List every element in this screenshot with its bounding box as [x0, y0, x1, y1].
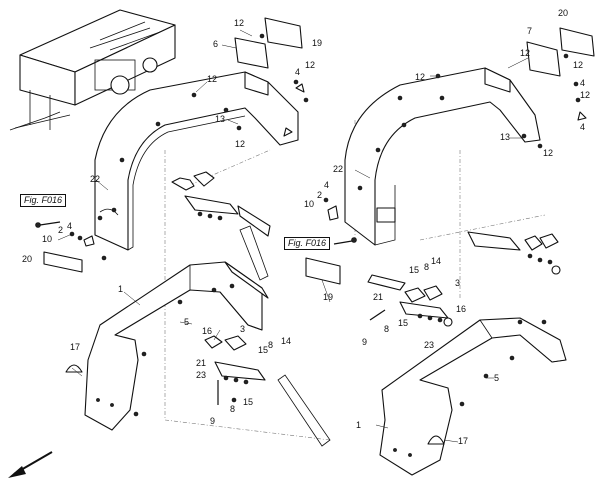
callout-16-left: 16 — [202, 326, 212, 336]
callout-10-left: 10 — [42, 234, 52, 244]
callout-23-left: 23 — [196, 370, 206, 380]
callout-15b-right: 15 — [398, 318, 408, 328]
callout-3-right: 3 — [455, 278, 460, 288]
left-lower-bracket — [204, 335, 331, 447]
machine-overview-icon — [9, 9, 176, 131]
callout-3-left: 3 — [240, 324, 245, 334]
arrow-direction-icon — [8, 451, 53, 478]
right-panel-20 — [559, 27, 595, 57]
callout-12-right-d: 12 — [580, 90, 590, 100]
callout-9-left: 9 — [210, 416, 215, 426]
callout-14-left: 14 — [281, 336, 291, 346]
callout-4c-right: 4 — [324, 180, 329, 190]
callout-17-left: 17 — [70, 342, 80, 352]
callout-20-left: 20 — [22, 254, 32, 264]
callout-1-right: 1 — [356, 420, 361, 430]
right-lower-fender — [379, 317, 567, 476]
callout-5-left: 5 — [184, 317, 189, 327]
right-upper-fender — [344, 67, 541, 246]
left-reflector — [65, 364, 83, 373]
callout-7-right: 7 — [527, 26, 532, 36]
callout-9-right: 9 — [362, 337, 367, 347]
callout-12-left-a: 12 — [234, 18, 244, 28]
callout-19-left: 19 — [312, 38, 322, 48]
left-upper-bracket — [171, 171, 271, 281]
callout-2-right: 2 — [317, 190, 322, 200]
callout-21-right: 21 — [373, 292, 383, 302]
callout-12-left-c: 12 — [305, 60, 315, 70]
left-lower-fender — [84, 261, 269, 431]
callout-2-left: 2 — [58, 225, 63, 235]
callout-13-right: 13 — [500, 132, 510, 142]
left-panel-6 — [234, 37, 269, 69]
hardware-screws — [101, 33, 587, 417]
callout-1-left: 1 — [118, 284, 123, 294]
callout-10-right: 10 — [304, 199, 314, 209]
callout-12-left-d: 12 — [235, 139, 245, 149]
callout-12-left-b: 12 — [207, 74, 217, 84]
leader-lines — [57, 29, 529, 443]
left-lamp-assembly — [35, 221, 95, 273]
callout-4-right-b: 4 — [580, 122, 585, 132]
callout-16-right: 16 — [456, 304, 466, 314]
right-upper-bracket — [467, 231, 561, 275]
figure-reference-right[interactable]: Fig. F016 — [284, 237, 331, 250]
callout-12-right-c: 12 — [573, 60, 583, 70]
callout-19-right: 19 — [323, 292, 333, 302]
callout-22-left: 22 — [90, 174, 100, 184]
callout-8b-left: 8 — [230, 404, 235, 414]
right-lamp-assembly — [305, 197, 357, 285]
callout-4-right-a: 4 — [580, 78, 585, 88]
callout-12-right-b: 12 — [520, 48, 530, 58]
right-lower-bracket — [367, 274, 453, 327]
callout-21-left: 21 — [196, 358, 206, 368]
callout-13-left: 13 — [215, 114, 225, 124]
callout-8-left: 8 — [268, 340, 273, 350]
callout-15a-right: 15 — [409, 265, 419, 275]
callout-20-right: 20 — [558, 8, 568, 18]
callout-12-right-e: 12 — [543, 148, 553, 158]
callout-4b-left: 4 — [67, 221, 72, 231]
right-reflector — [427, 435, 445, 445]
figure-reference-left[interactable]: Fig. F016 — [20, 194, 67, 207]
left-upper-fender — [94, 71, 299, 251]
callout-5-right: 5 — [494, 373, 499, 383]
callout-12-right-a: 12 — [415, 72, 425, 82]
callout-23-right: 23 — [424, 340, 434, 350]
callout-labels: 22 1 6 19 12 12 12 12 13 4 2 4 10 20 5 1… — [22, 8, 590, 446]
callout-22-right: 22 — [333, 164, 343, 174]
callout-14-right: 14 — [431, 256, 441, 266]
callout-6-left: 6 — [213, 39, 218, 49]
callout-8b-right: 8 — [384, 324, 389, 334]
callout-17-right: 17 — [458, 436, 468, 446]
callout-4-left: 4 — [295, 67, 300, 77]
callout-15a-left: 15 — [258, 345, 268, 355]
callout-15b-left: 15 — [243, 397, 253, 407]
left-panel-19 — [264, 17, 303, 49]
callout-8a-right: 8 — [424, 262, 429, 272]
right-panel-7 — [526, 41, 561, 77]
